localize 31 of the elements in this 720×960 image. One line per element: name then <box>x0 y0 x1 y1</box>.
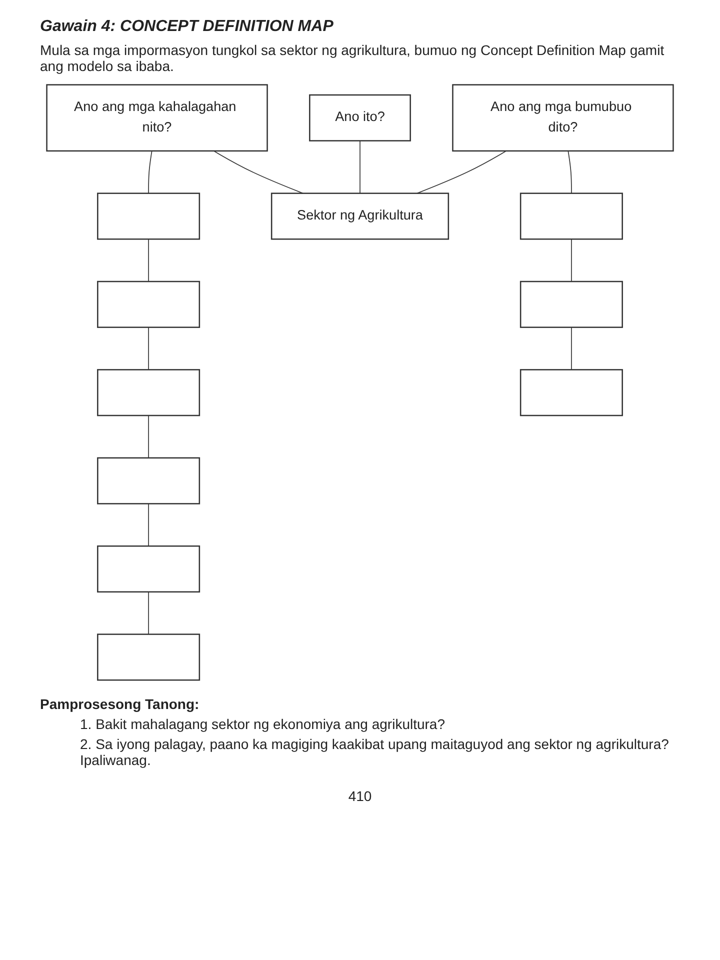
question-text: 2. Sa iyong palagay, paano ka magiging kaakibat upang maitaguyod ang sektor ng agrikultura? Ipaliwanag. <box>80 736 670 768</box>
node-box <box>97 280 200 328</box>
concept-map: Ano ang mga kahalagahan nito? Ano ito? Ano ang mga bumubuo dito? Sektor ng Agrikultura <box>40 78 680 687</box>
connector <box>148 503 149 547</box>
worksheet-title: Gawain 4: CONCEPT DEFINITION MAP <box>40 18 334 36</box>
connector <box>148 326 149 370</box>
question-text: 1. Bakit mahalagang sektor ng ekonomiya ang agrikultura? <box>80 716 446 732</box>
instruction-text: Mula sa mga impormasyon tungkol sa sektor ng agrikultura, bumuo ng Concept Definition Map gamit ang modelo sa ibaba. <box>40 42 666 74</box>
connector <box>148 238 149 282</box>
connector <box>568 150 572 194</box>
page-number: 410 <box>347 788 373 804</box>
connector <box>571 238 572 282</box>
node-box <box>97 634 200 681</box>
node-box <box>520 369 623 416</box>
node-box <box>270 192 450 240</box>
connector <box>148 150 152 194</box>
connector <box>416 150 507 194</box>
node-box <box>309 94 411 142</box>
node-box <box>97 192 200 240</box>
node-box <box>97 457 200 504</box>
node-box <box>46 84 268 152</box>
node-box <box>97 545 200 593</box>
node-box <box>97 369 200 416</box>
node-box <box>520 280 623 328</box>
connector <box>213 150 304 194</box>
connector <box>148 591 149 635</box>
section-heading: Pamprosesong Tanong: <box>40 696 200 712</box>
node-box <box>452 84 674 152</box>
node-box <box>520 192 623 240</box>
connector <box>148 415 149 458</box>
connector <box>571 326 572 370</box>
